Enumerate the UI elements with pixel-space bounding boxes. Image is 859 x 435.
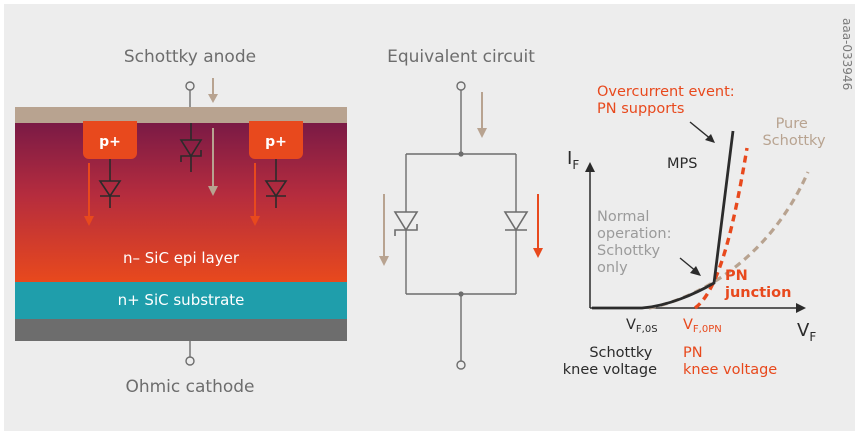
circuit-input-current-arrow — [477, 92, 487, 138]
y-axis-subscript: F — [572, 158, 579, 172]
y-axis-arrowhead — [585, 162, 595, 172]
mps-curve — [592, 130, 735, 310]
vf0pn-label: VF,0PN — [683, 317, 722, 335]
schottky-anode-label: Schottky anode — [124, 47, 256, 67]
schottky-current-arrow — [208, 128, 218, 196]
anode-current-arrow — [208, 78, 218, 103]
schottky-knee-voltage-label: Schottky knee voltage — [563, 345, 657, 378]
pn-current-arrow-right — [250, 163, 260, 226]
normal-operation-label: Normal operation: Schottky only — [597, 209, 676, 276]
substrate-label: n+ SiC substrate — [118, 291, 245, 309]
circuit-schottky-diode-icon — [393, 211, 419, 236]
y-axis-label: IF — [567, 148, 579, 172]
pn-junction-curve — [693, 147, 749, 310]
anode-terminal — [185, 81, 195, 107]
circuit-pn-current-arrow — [533, 194, 543, 258]
substrate-layer — [15, 282, 347, 319]
vf0s-label: VF,0S — [626, 317, 658, 335]
circuit-node-top — [458, 151, 464, 157]
x-axis-label: VF — [797, 320, 816, 344]
x-axis-arrowhead — [796, 303, 806, 313]
vf0pn-subscript: F,0PN — [693, 324, 722, 335]
pn-diode-icon-right — [264, 159, 288, 208]
circuit-pn-diode-icon — [503, 211, 529, 232]
epi-layer-label: n– SiC epi layer — [123, 249, 240, 267]
pure-schottky-curve — [648, 171, 810, 310]
cathode-metal-layer — [15, 319, 347, 341]
pn-knee-voltage-label: PN knee voltage — [683, 345, 777, 378]
equivalent-circuit-title: Equivalent circuit — [387, 47, 535, 67]
circuit-node-bottom — [458, 291, 464, 297]
pn-junction-label: PN junction — [724, 268, 791, 301]
overcurrent-label: Overcurrent event: PN supports — [597, 84, 739, 117]
anode-metal-layer — [15, 107, 347, 123]
schottky-diode-icon — [179, 123, 203, 172]
cathode-terminal — [185, 341, 195, 366]
mps-label: MPS — [667, 156, 697, 172]
equivalent-circuit — [405, 81, 517, 370]
pure-schottky-label: Pure Schottky — [762, 116, 825, 149]
x-axis-subscript: F — [809, 330, 816, 344]
ohmic-cathode-label: Ohmic cathode — [125, 377, 254, 397]
figure-id: aaa-033946 — [840, 18, 854, 90]
circuit-schottky-current-arrow — [379, 194, 389, 266]
vf0s-subscript: F,0S — [636, 324, 658, 335]
p-plus-label-right: p+ — [265, 134, 287, 150]
p-plus-label-left: p+ — [99, 134, 121, 150]
pn-diode-icon-left — [98, 159, 122, 208]
pn-current-arrow-left — [84, 163, 94, 226]
